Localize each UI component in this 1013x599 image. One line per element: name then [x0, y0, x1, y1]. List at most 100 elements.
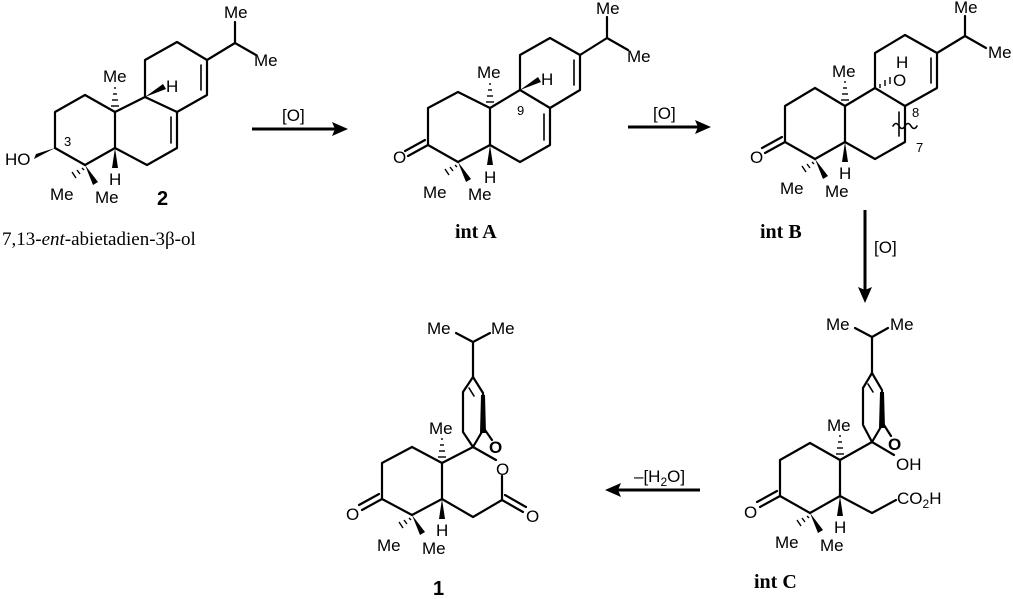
carbonyl-bond: [403, 138, 427, 153]
me-label: Me: [50, 185, 74, 204]
ring-a: [426, 90, 492, 164]
compound-2-ring-c: [143, 40, 209, 114]
bond: [53, 146, 87, 167]
int-b-label: int B: [760, 221, 802, 243]
isopropyl: [578, 15, 630, 57]
reaction-arrow-1: [O]: [252, 106, 348, 136]
carbonyl-bond: [406, 143, 430, 158]
wedge-bond: [34, 148, 55, 159]
bond: [838, 440, 874, 462]
me-label: Me: [95, 188, 119, 207]
hash-bond: [486, 83, 494, 103]
carbonyl-bond: [760, 135, 784, 150]
o-label: O: [893, 71, 906, 90]
me-label: Me: [422, 539, 446, 558]
me-label: Me: [775, 533, 799, 552]
carbonyl-bond: [882, 423, 893, 438]
hash-bond: [879, 77, 891, 88]
compound-1-label: 1: [433, 578, 444, 599]
me-label: Me: [254, 51, 278, 70]
locant-7: 7: [916, 140, 923, 155]
isopropyl: [853, 326, 890, 375]
int-c-structure: O Me O Me Me OH CO2H H: [744, 315, 941, 593]
me-label: Me: [988, 43, 1012, 62]
h-label: H: [834, 518, 846, 537]
o-label: O: [346, 505, 359, 524]
cleavage-mark: [892, 122, 918, 130]
h-label: H: [541, 70, 553, 89]
me-label: Me: [832, 62, 856, 81]
me-label: Me: [477, 63, 501, 82]
me-label: Me: [820, 536, 844, 555]
o-label: O: [750, 148, 763, 167]
h-label: H: [436, 521, 448, 540]
ring-a: [783, 86, 847, 161]
compound-2-name: 7,13-ent-abietadien-3β-ol: [2, 229, 196, 250]
compound-2-structure: Me Me Me H H HO 3 Me Me 2 7,13-ent-abiet…: [2, 3, 278, 250]
wedge-bond: [487, 145, 493, 165]
o-label: O: [888, 435, 901, 454]
compound-2-ring-a: [53, 93, 117, 167]
reagent-label: [O]: [653, 104, 676, 123]
me-label: Me: [103, 67, 127, 86]
me-label: Me: [224, 3, 248, 22]
me-label: Me: [468, 185, 492, 204]
me-label: Me: [423, 183, 447, 202]
wedge-bond: [412, 515, 425, 535]
compound-1-structure: O O O Me O Me Me H: [346, 319, 539, 599]
lactone-ring: [440, 445, 504, 519]
hash-bond: [438, 438, 446, 458]
double-bond: [867, 383, 874, 393]
reagent-label: [O]: [282, 106, 305, 125]
ring-c: [873, 33, 939, 108]
ring-b: [843, 86, 907, 161]
carbonyl-bond: [503, 493, 528, 509]
compound-2-label: 2: [157, 188, 168, 210]
ring-c-back: [461, 375, 475, 449]
co2h-label: CO2H: [897, 489, 941, 511]
o-label: O: [489, 438, 502, 457]
h-label: H: [896, 53, 908, 72]
wedge-bond: [815, 159, 828, 179]
h-label: H: [484, 168, 496, 187]
reagent-label: [O]: [874, 238, 897, 257]
bond: [870, 440, 896, 457]
bond: [471, 428, 485, 449]
hash-bond: [71, 167, 85, 179]
compound-2-ring-b: [113, 95, 179, 167]
bold-bond: [879, 392, 885, 428]
locant-9: 9: [517, 103, 524, 118]
hash-bond: [801, 161, 815, 173]
carbonyl-bond: [500, 498, 525, 514]
me-label: Me: [491, 319, 515, 338]
ring-a: [778, 441, 842, 515]
me-label: Me: [890, 315, 914, 334]
hash-bond: [841, 81, 849, 101]
hash-bond: [796, 515, 810, 527]
carbonyl-bond: [483, 428, 494, 442]
me-label: Me: [429, 419, 453, 438]
bond: [870, 423, 884, 444]
double-bond: [468, 387, 475, 397]
me-label: Me: [627, 47, 651, 66]
int-a-structure: Me Me O Me H 9 H Me Me int A: [393, 0, 651, 243]
wedge-bond: [810, 513, 823, 533]
wedge-bond: [458, 162, 471, 182]
wedge-bond: [842, 142, 848, 162]
reagent-label: –[H2O]: [634, 467, 685, 489]
ring-c-back: [861, 371, 874, 444]
reaction-arrow-4: –[H2O]: [605, 467, 700, 497]
isopropyl: [205, 20, 258, 62]
int-b-structure: 8 7 Me Me O H O Me H: [750, 0, 1012, 243]
hash-bond: [398, 517, 412, 529]
isopropyl: [935, 14, 988, 55]
locant-8: 8: [912, 105, 919, 120]
me-label: Me: [780, 179, 804, 198]
ring-a: [380, 445, 444, 517]
me-label: Me: [377, 536, 401, 555]
h-label: H: [166, 77, 178, 96]
o-label: O: [744, 503, 757, 522]
me-label: Me: [427, 319, 451, 338]
carbonyl-bond: [755, 489, 779, 504]
